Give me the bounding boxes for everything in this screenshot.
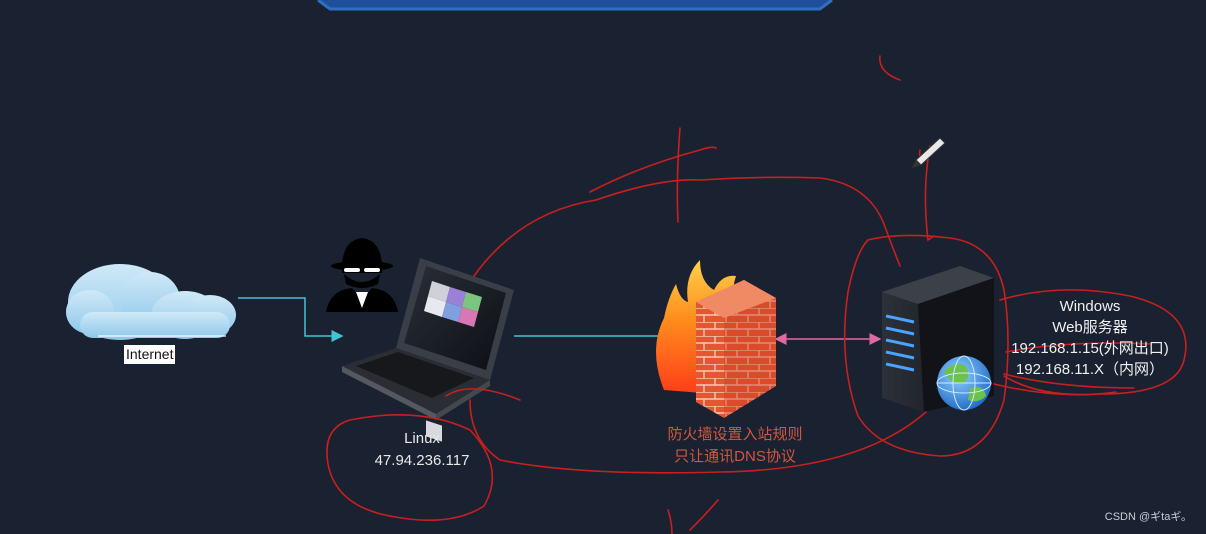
handwritten-annotations — [326, 55, 1187, 534]
firewall-rule-line1: 防火墙设置入站规则 — [667, 426, 803, 443]
pen-cursor-icon — [912, 137, 946, 168]
globe-icon — [936, 355, 992, 411]
firewall-icon — [656, 260, 776, 418]
server-ip-internal: 192.168.11.X（内网） — [1015, 361, 1165, 378]
server-os: Windows — [1059, 298, 1121, 315]
internet-linux-connector — [238, 297, 344, 342]
server-role: Web服务器 — [1052, 319, 1128, 336]
internet-label: Internet — [124, 345, 176, 364]
hacker-icon — [326, 238, 398, 312]
firewall-label: 防火墙设置入站规则 只让通讯DNS协议 — [630, 424, 840, 468]
firewall-rule-line2: 只让通讯DNS协议 — [674, 448, 796, 465]
top-banner — [317, 0, 833, 11]
linux-name: Linux — [404, 430, 440, 447]
server-ip-external: 192.168.1.15(外网出口) — [1011, 340, 1169, 357]
watermark: CSDN @ギtaギ。 — [1104, 511, 1192, 523]
server-label: Windows Web服务器 192.168.1.15(外网出口) 192.16… — [1000, 296, 1180, 380]
laptop-icon — [342, 258, 514, 442]
linux-ip: 47.94.236.117 — [374, 452, 470, 469]
cloud-icon — [66, 264, 236, 340]
linux-node-label: Linux 47.94.236.117 — [352, 428, 492, 472]
